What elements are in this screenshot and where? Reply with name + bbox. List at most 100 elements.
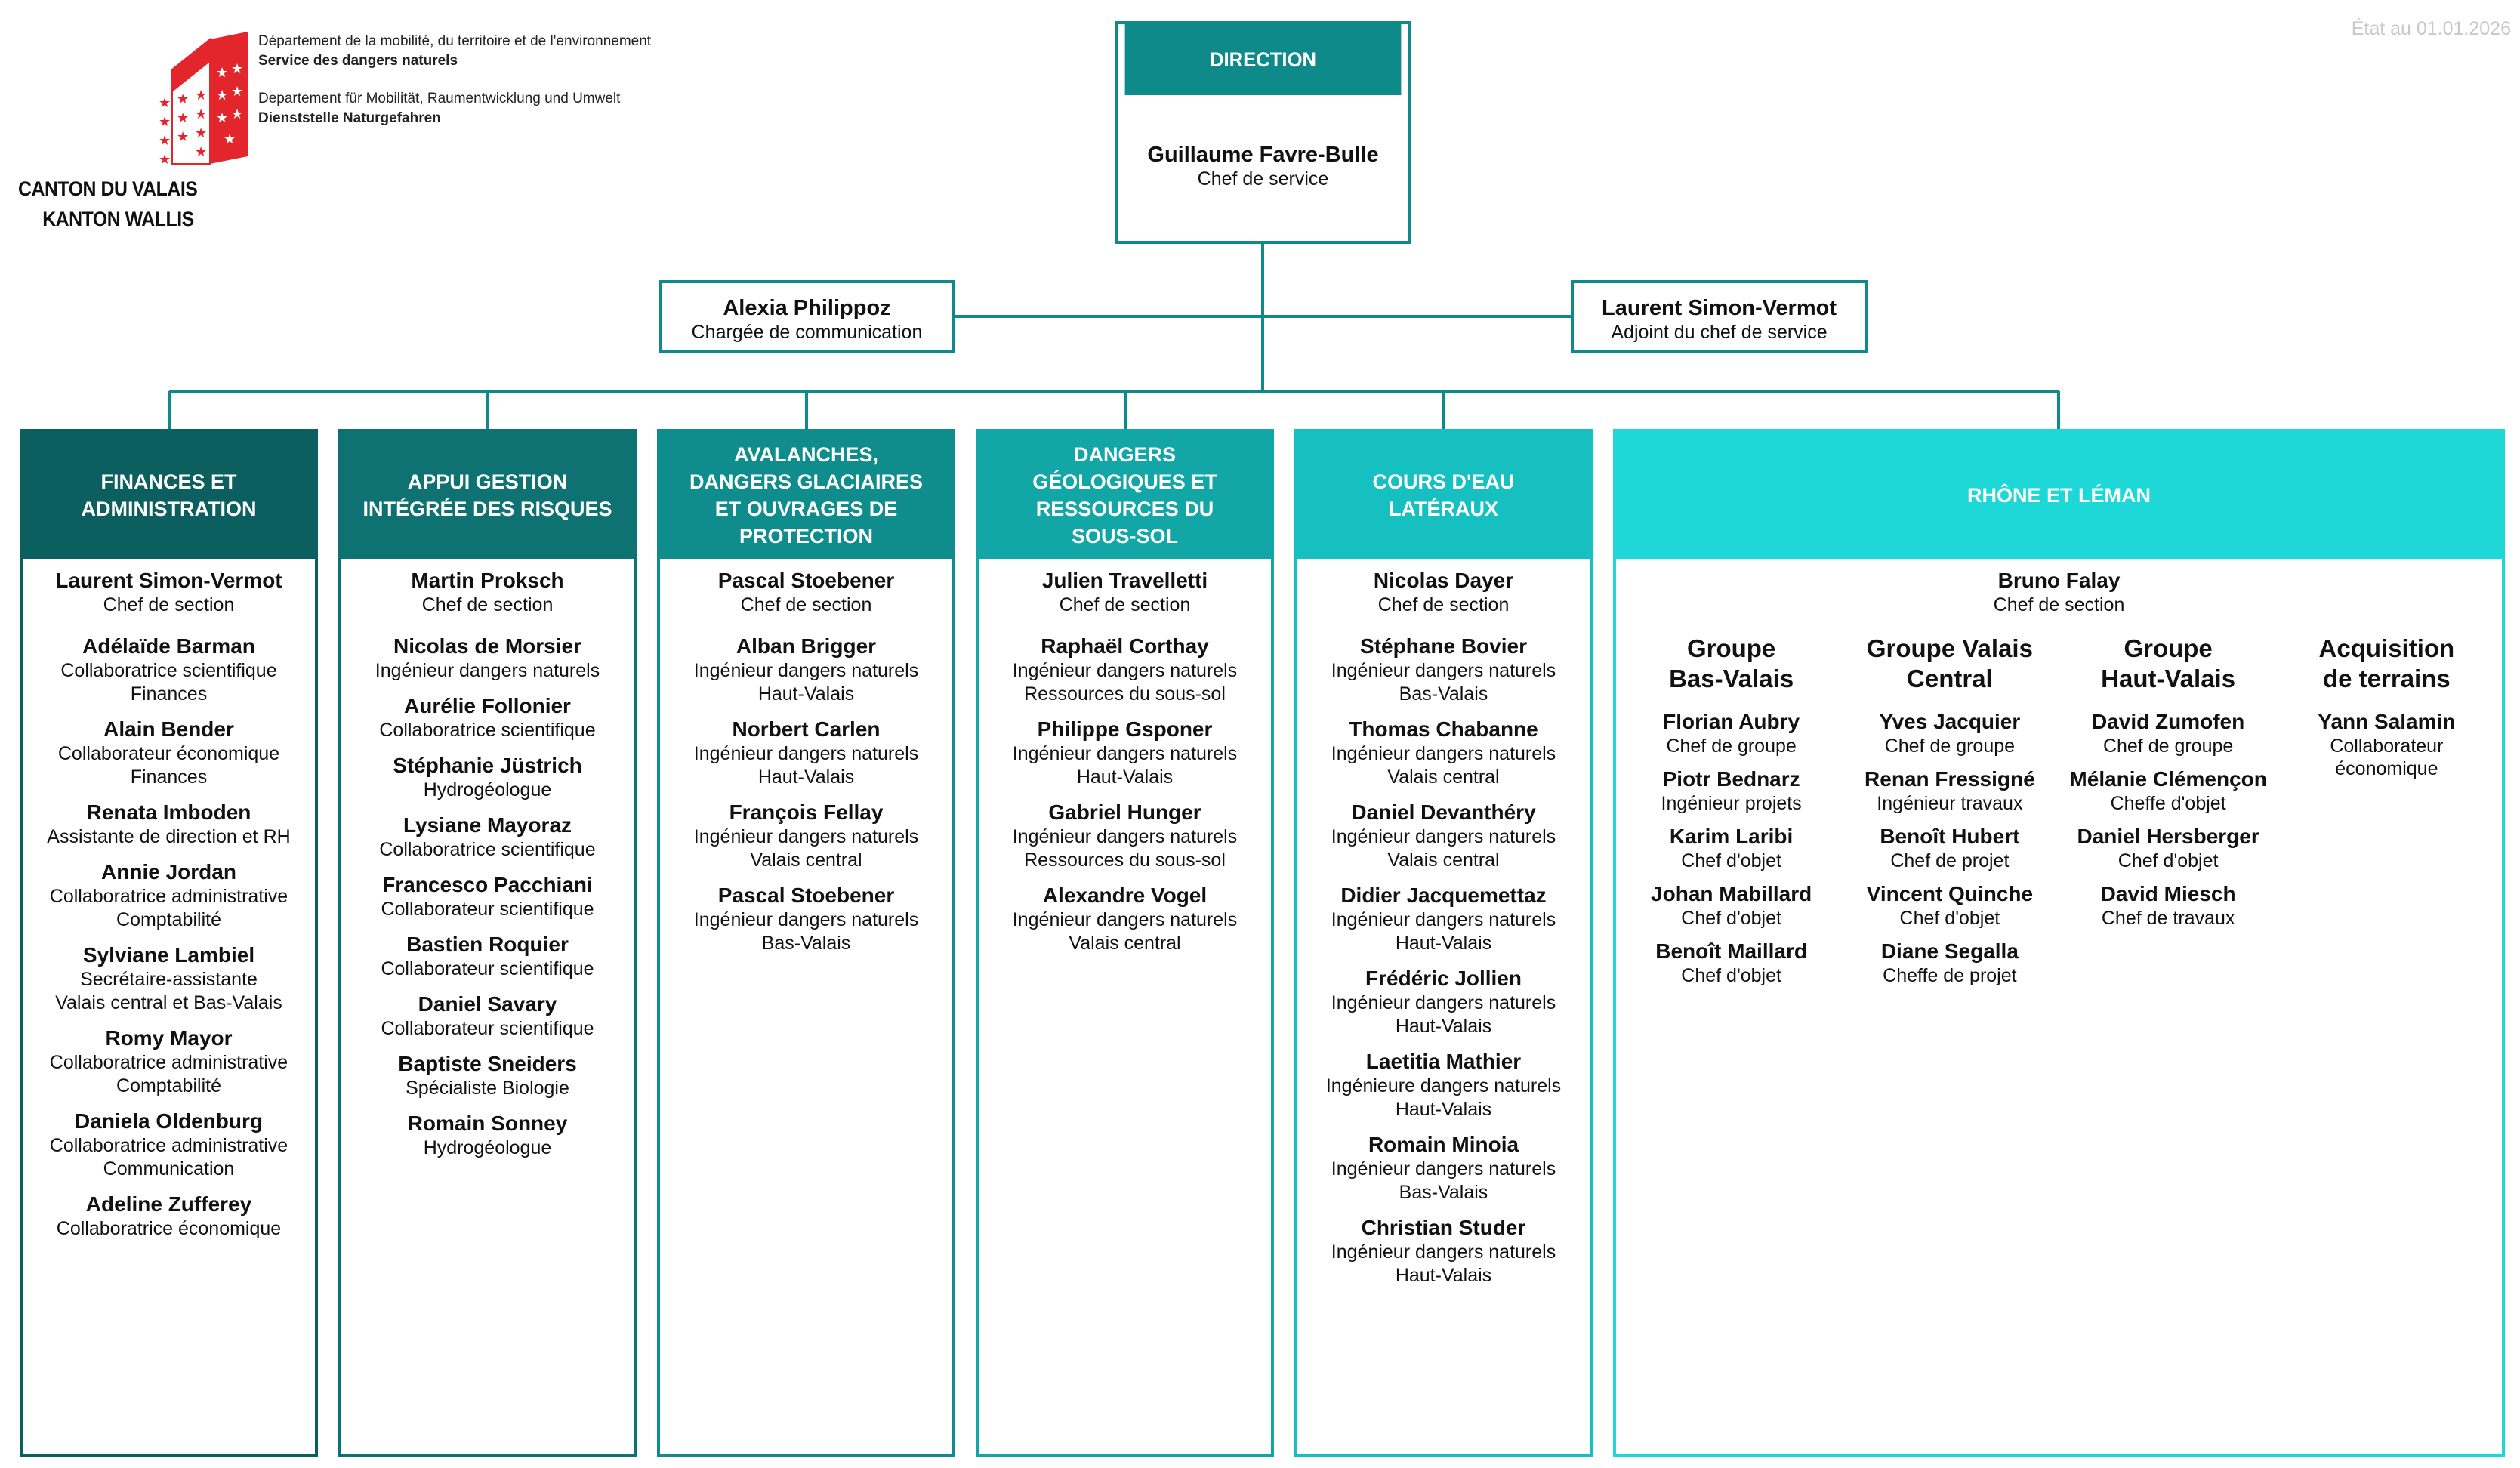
person-role: Ingénieur dangers naturels: [1012, 909, 1238, 930]
person-name: Karim Laribi: [1669, 825, 1794, 848]
person-role: Valais central: [750, 850, 862, 871]
person-name: David Zumofen: [2092, 710, 2245, 733]
person-name: Romain Minoia: [1368, 1133, 1519, 1156]
person-name: Yves Jacquier: [1879, 710, 2021, 733]
person-name: Renata Imboden: [86, 800, 251, 824]
person-name: Gabriel Hunger: [1048, 800, 1201, 824]
section-title-line: DANGERS: [1073, 443, 1176, 466]
person-role: Collaborateur scientifique: [381, 1018, 594, 1039]
person-role: Bas-Valais: [1399, 683, 1488, 705]
svg-text:★: ★: [231, 61, 243, 77]
group-title-line: de terrains: [2323, 665, 2451, 692]
person-name: Romy Mayor: [105, 1026, 233, 1050]
svg-text:★: ★: [177, 110, 189, 126]
svg-text:★: ★: [231, 106, 243, 122]
person-role: Haut-Valais: [757, 683, 855, 705]
person-name: David Miesch: [2100, 882, 2236, 905]
chef-name: Martin Proksch: [411, 569, 564, 592]
section-title-line: DANGERS GLACIAIRES: [689, 470, 924, 493]
person-name: Diane Segalla: [1880, 939, 2019, 963]
section-chef: Pascal Stoebener Chef de section: [660, 568, 952, 617]
section-title-line: RESSOURCES DU: [1035, 498, 1214, 520]
person-role: Comptabilité: [116, 909, 221, 930]
person-role: Valais central: [1387, 766, 1500, 788]
person-role: Assistante de direction et RH: [47, 826, 291, 847]
person-role: Chef de groupe: [1884, 736, 2016, 757]
person-role: Cheffe d'objet: [2110, 793, 2226, 814]
communication-role: Chargée de communication: [691, 322, 923, 343]
person-role: Ingénieur dangers naturels: [1331, 743, 1556, 764]
person-name: Adeline Zufferey: [85, 1192, 252, 1216]
person-name: Benoît Hubert: [1880, 825, 2020, 848]
group-title-line: Groupe: [1686, 634, 1776, 662]
person-role: Haut-Valais: [1395, 1016, 1492, 1037]
person-role: Valais central: [1069, 933, 1181, 954]
person-role: Chef de groupe: [1666, 736, 1797, 757]
person-role: Chef d'objet: [1681, 908, 1781, 929]
person-role: Valais central et Bas-Valais: [55, 992, 282, 1013]
svg-text:★: ★: [195, 125, 207, 141]
person-role: Haut-Valais: [1076, 766, 1174, 788]
section-title-line: SOUS-SOL: [1071, 525, 1178, 547]
person-role: Ingénieur dangers naturels: [1331, 1241, 1556, 1263]
person-role: Ingénieur dangers naturels: [693, 826, 919, 847]
chef-name: Pascal Stoebener: [717, 569, 895, 592]
section-chef: Nicolas Dayer Chef de section: [1297, 568, 1590, 617]
service-fr: Service des dangers naturels: [258, 53, 458, 69]
group-title: Acquisition de terrains: [2278, 634, 2496, 694]
department-de: Departement für Mobilität, Raumentwicklu…: [258, 91, 621, 106]
person-name: Piotr Bednarz: [1662, 767, 1800, 791]
chef-role: Chef de section: [103, 594, 235, 615]
adjoint-box: Laurent Simon-Vermot Adjoint du chef de …: [1571, 280, 1868, 353]
person-role: Collaboratrice scientifique: [379, 720, 596, 741]
section-title-line: FINANCES ET: [100, 470, 237, 493]
person-role: Secrétaire-assistante: [80, 969, 258, 990]
person-role: Collaboratrice scientifique: [60, 660, 277, 681]
person-role: Ingénieur dangers naturels: [375, 660, 600, 681]
section-rhone-leman: RHÔNE ET LÉMAN Bruno Falay Chef de secti…: [1613, 429, 2505, 1457]
person-role: Haut-Valais: [1395, 1099, 1492, 1120]
person-role: Communication: [103, 1158, 235, 1180]
person-name: Philippe Gsponer: [1037, 717, 1213, 741]
person-name: Johan Mabillard: [1651, 882, 1812, 905]
person-role: Ingénieur dangers naturels: [693, 909, 919, 930]
person-role: Cheffe de projet: [1883, 965, 2017, 986]
section-title-line: PROTECTION: [739, 525, 873, 547]
person-name: Francesco Pacchiani: [382, 873, 593, 896]
svg-text:★: ★: [216, 65, 228, 81]
person-name: Annie Jordan: [101, 860, 236, 884]
group-title-line: Acquisition: [2318, 634, 2455, 662]
svg-text:★: ★: [216, 110, 228, 126]
section-chef: Bruno Falay Chef de section: [1616, 568, 2502, 617]
person-role: Haut-Valais: [757, 766, 855, 788]
person-role: Ingénieur dangers naturels: [1012, 660, 1238, 681]
person-role: Collaboratrice économique: [56, 1218, 282, 1239]
person-role: Collaborateur scientifique: [381, 958, 594, 979]
